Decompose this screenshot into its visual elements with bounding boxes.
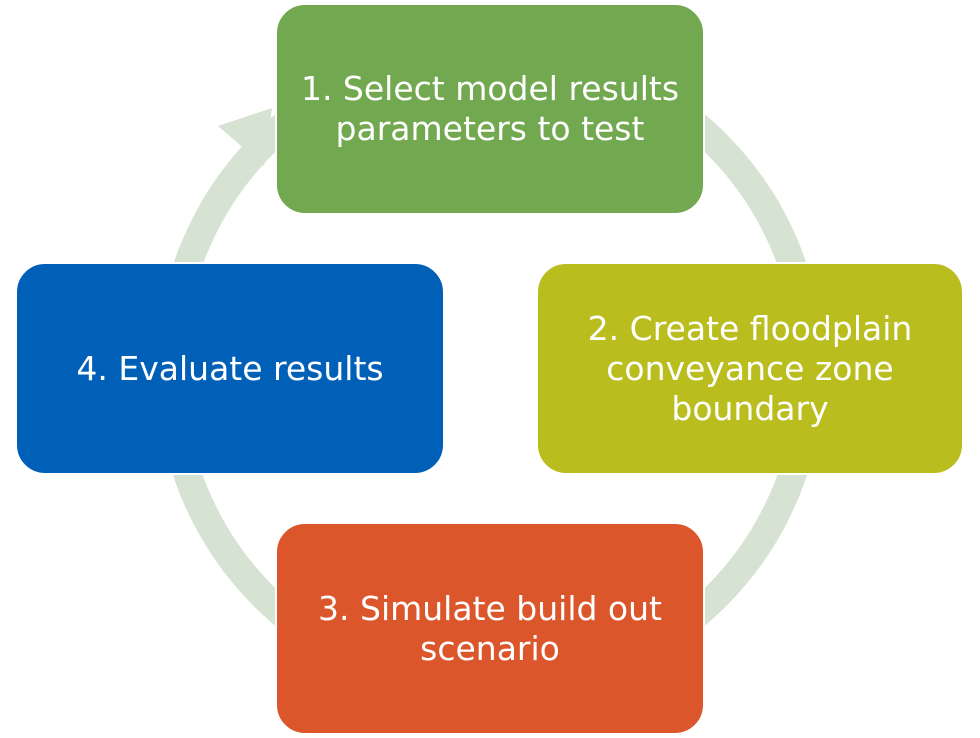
step-1-label: 1. Select model results parameters to te… [300, 69, 680, 148]
step-4-box: 4. Evaluate results [15, 262, 445, 475]
step-4-label: 4. Evaluate results [76, 348, 384, 388]
step-2-label: 2. Create floodplain conveyance zone bou… [587, 308, 913, 428]
step-1-box: 1. Select model results parameters to te… [275, 3, 705, 215]
cycle-arrow-head [218, 108, 272, 166]
step-2-box: 2. Create floodplain conveyance zone bou… [536, 262, 964, 475]
step-3-box: 3. Simulate build out scenario [275, 522, 705, 735]
step-3-label: 3. Simulate build out scenario [318, 588, 662, 668]
